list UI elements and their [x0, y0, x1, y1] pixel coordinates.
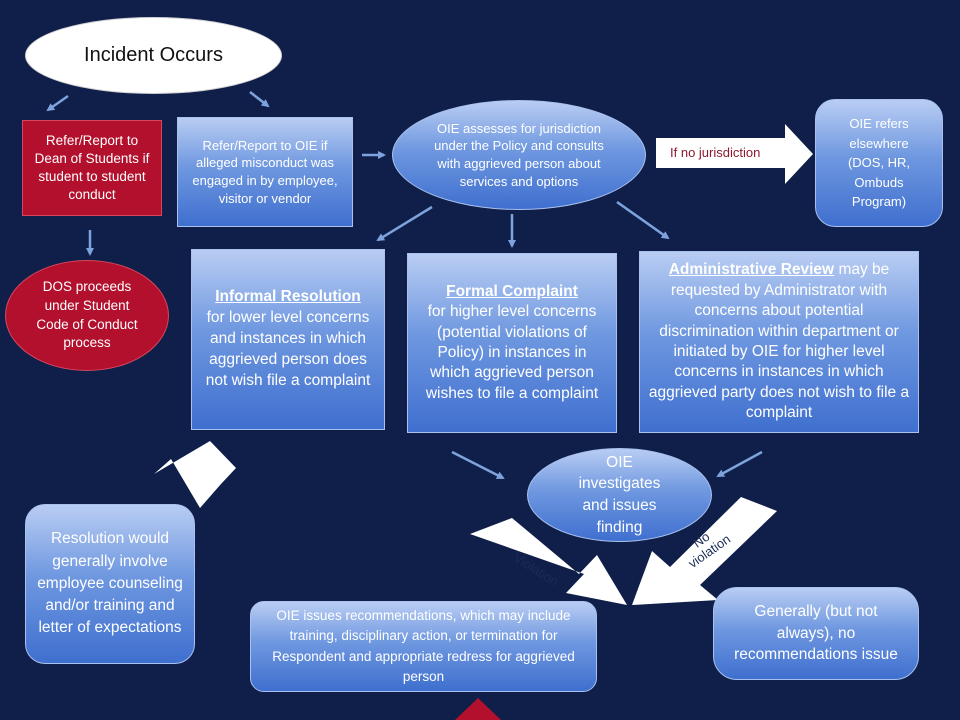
- incident-occurs-node: Incident Occurs: [25, 17, 282, 94]
- oie-assesses-node: OIE assesses for jurisdiction under the …: [392, 100, 646, 210]
- refer-oie-box: Refer/Report to OIE if alleged misconduc…: [177, 117, 353, 227]
- incident-occurs-label: Incident Occurs: [84, 44, 223, 66]
- refer-oie-label: Refer/Report to OIE if alleged misconduc…: [192, 137, 338, 206]
- no-recommendations-label: Generally (but not always), no recommend…: [734, 602, 898, 664]
- no-recommendations-box: Generally (but not always), no recommend…: [713, 587, 919, 680]
- arrow-admin-to-investigate: [716, 450, 763, 478]
- dos-proceeds-node: DOS proceeds under Student Code of Condu…: [5, 260, 169, 371]
- formal-complaint-box: Formal Complaint for higher level concer…: [407, 253, 617, 433]
- oie-refers-box: OIE refers elsewhere (DOS, HR, Ombuds Pr…: [815, 99, 943, 227]
- bottom-red-marker: [455, 698, 501, 720]
- administrative-review-body: may be requested by Administrator with c…: [648, 261, 910, 422]
- informal-resolution-body: for lower level concerns and instances i…: [205, 309, 371, 389]
- formal-complaint-body: for higher level concerns (potential vio…: [425, 303, 599, 402]
- arrow-assess-to-admin: [616, 200, 670, 240]
- refer-dos-label: Refer/Report to Dean of Students if stud…: [34, 133, 150, 202]
- arrow-incident-to-oie: [249, 91, 270, 108]
- oie-investigates-label: OIE investigates and issues finding: [578, 453, 661, 536]
- oie-assesses-label: OIE assesses for jurisdiction under the …: [434, 120, 604, 189]
- oie-refers-label: OIE refers elsewhere (DOS, HR, Ombuds Pr…: [847, 116, 911, 210]
- administrative-review-title: Administrative Review: [668, 261, 835, 279]
- informal-to-resolution-arrow: [154, 441, 236, 508]
- informal-resolution-box: Informal Resolution for lower level conc…: [191, 249, 385, 430]
- informal-resolution-title: Informal Resolution: [215, 288, 361, 306]
- violation-arrow: [470, 518, 627, 605]
- recommendations-label: OIE issues recommendations, which may in…: [272, 608, 575, 684]
- formal-complaint-title: Formal Complaint: [446, 282, 578, 300]
- no-violation-arrow: [632, 497, 777, 605]
- arrow-assess-to-informal: [376, 205, 433, 242]
- dos-proceeds-label: DOS proceeds under Student Code of Condu…: [36, 278, 138, 351]
- administrative-review-box: Administrative Review may be requested b…: [639, 251, 919, 433]
- refer-dos-box: Refer/Report to Dean of Students if stud…: [22, 120, 162, 216]
- arrow-incident-to-dos: [46, 94, 69, 112]
- arrow-formal-to-investigate: [451, 450, 505, 480]
- resolution-label: Resolution would generally involve emplo…: [37, 530, 183, 637]
- no-jurisdiction-label: If no jurisdiction: [670, 145, 761, 160]
- resolution-box: Resolution would generally involve emplo…: [25, 504, 195, 664]
- administrative-review-text: Administrative Review may be requested b…: [648, 260, 910, 424]
- recommendations-box: OIE issues recommendations, which may in…: [250, 601, 597, 692]
- no-jurisdiction-arrow: [656, 124, 813, 184]
- oie-investigates-node: OIE investigates and issues finding: [527, 448, 712, 542]
